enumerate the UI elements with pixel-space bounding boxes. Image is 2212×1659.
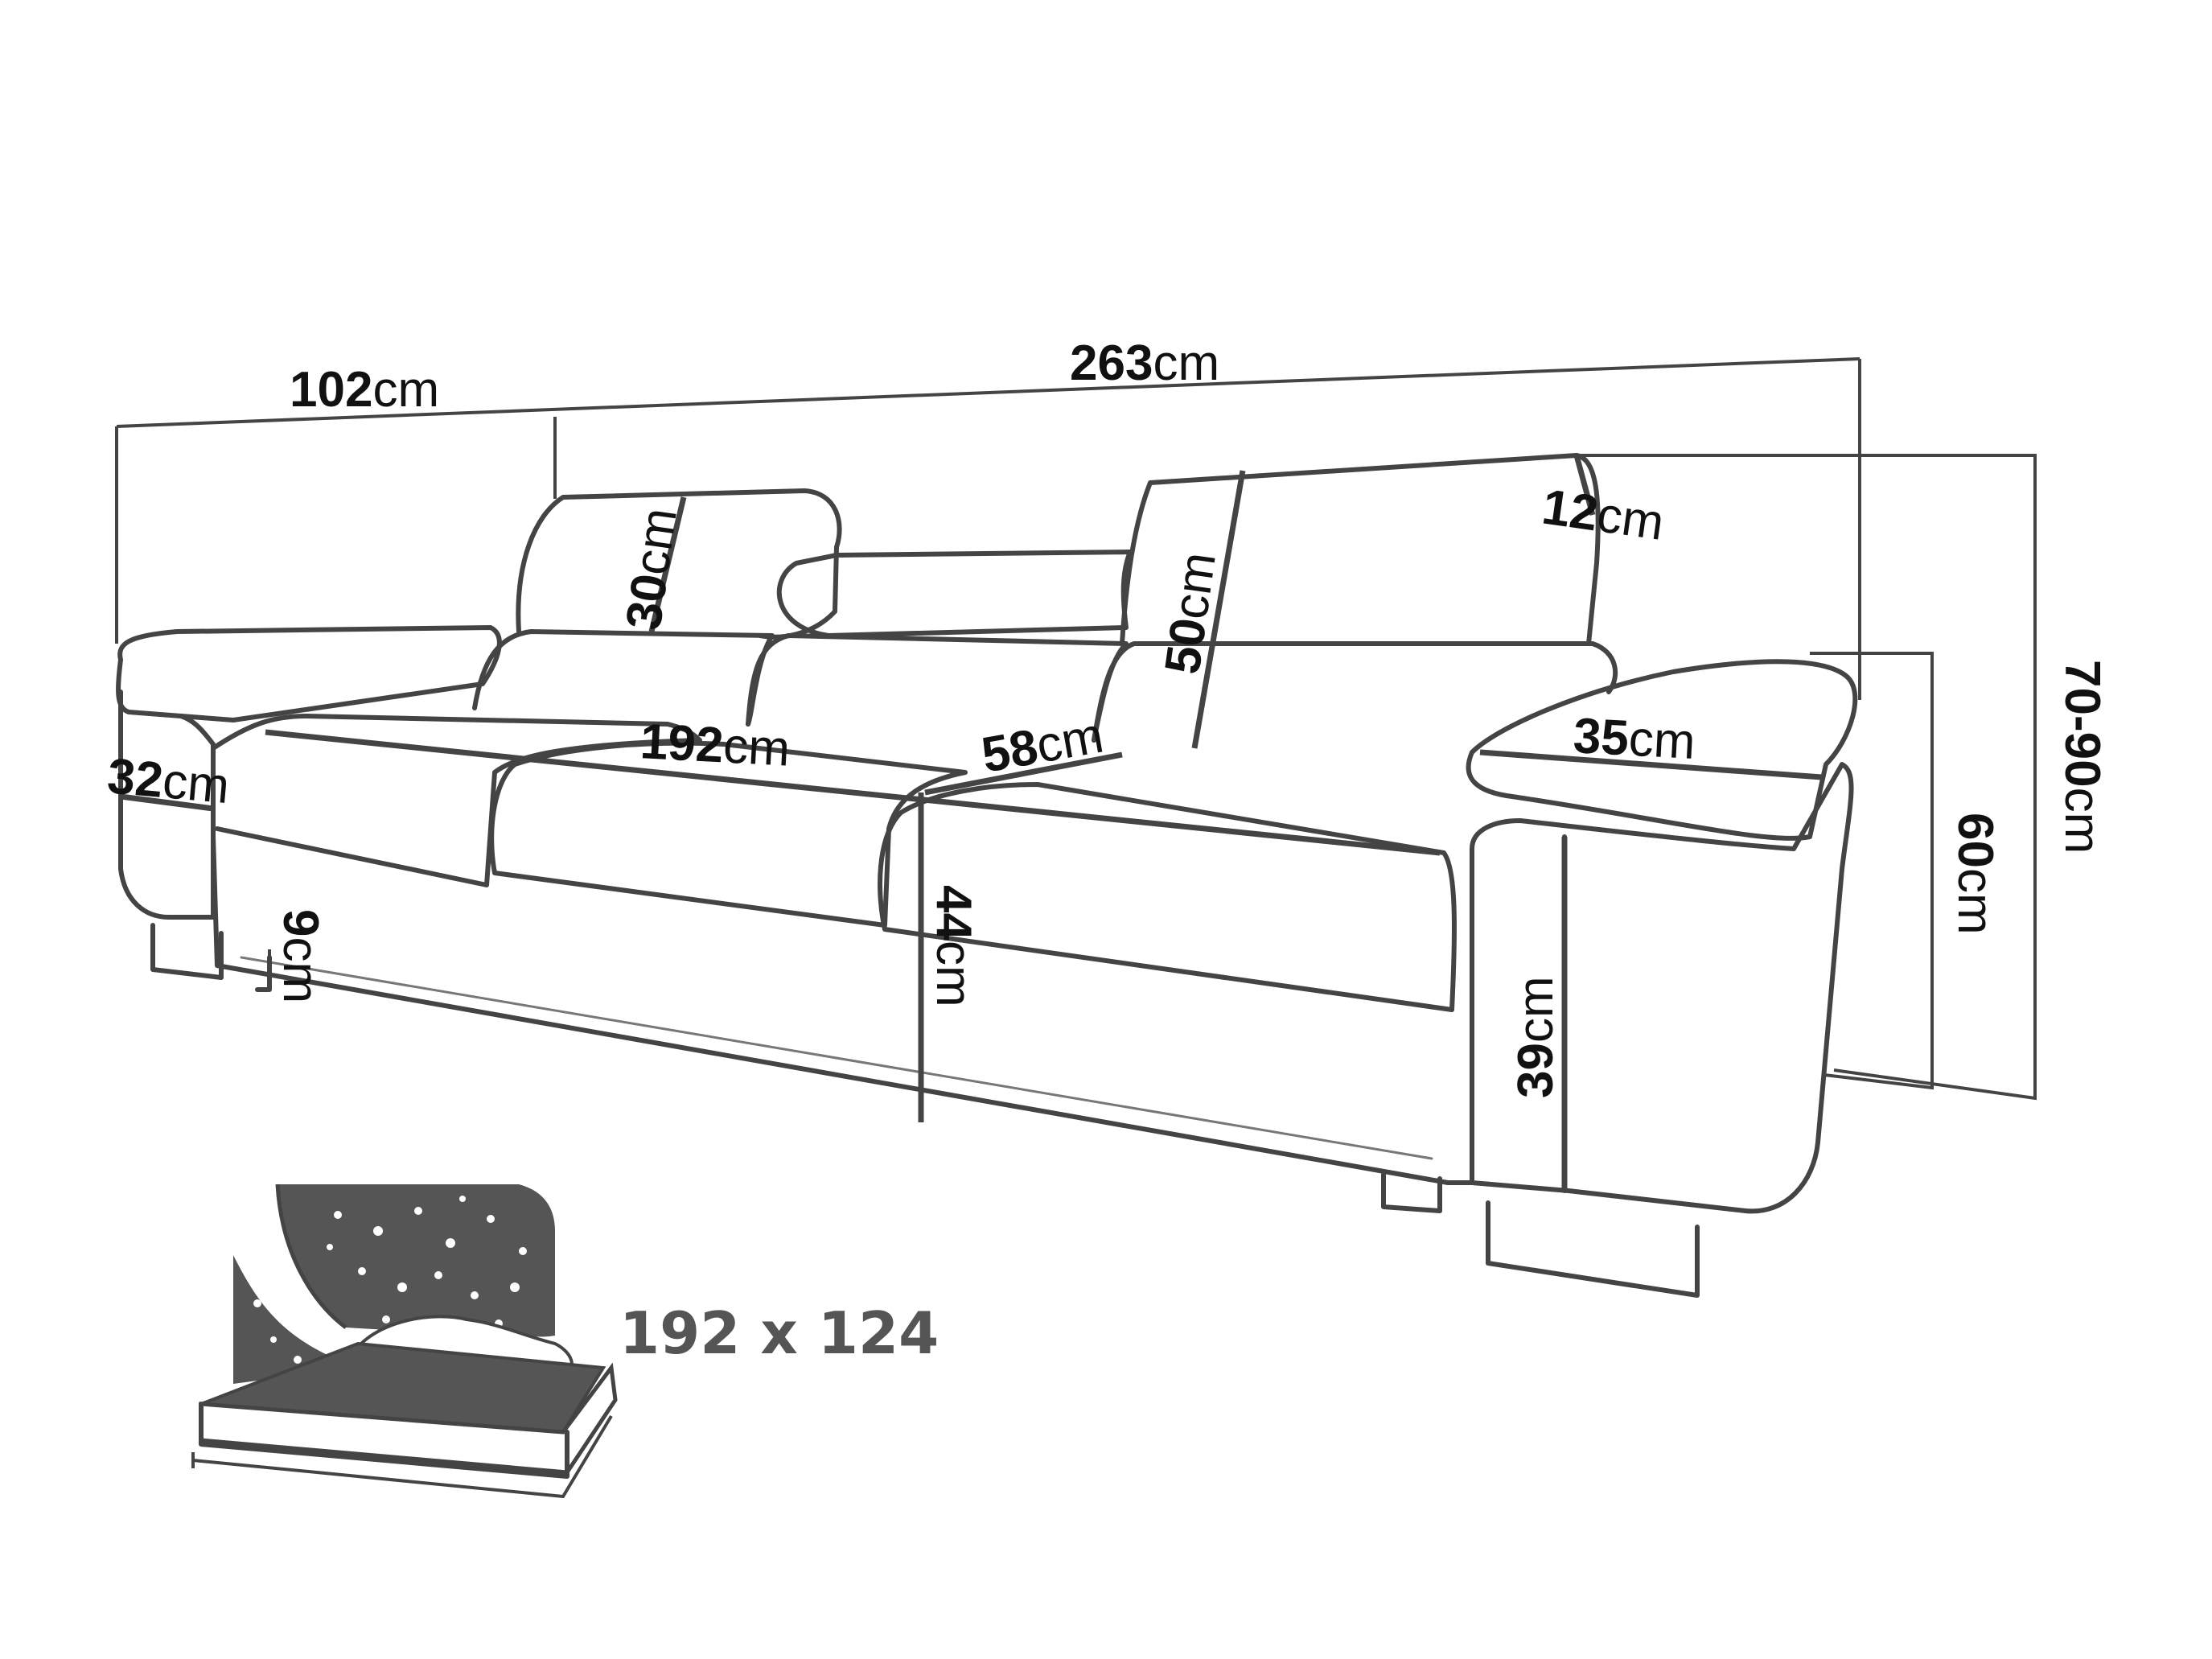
right-armrest-top — [1466, 659, 1858, 841]
armrest-width-marker — [1479, 749, 1823, 780]
left-back-cushion — [472, 629, 775, 727]
moon-curve — [275, 1184, 347, 1329]
middle-seat-cushion — [489, 740, 968, 928]
bed-width-arrow — [191, 1414, 613, 1499]
total-length-line — [116, 357, 1860, 428]
bed-size-label: 192 x 124 — [619, 1299, 939, 1367]
left-arm-side — [118, 690, 216, 920]
sofa-illustration — [115, 357, 2037, 1298]
headrest-depth-marker — [1573, 455, 1596, 516]
total-height-line — [1581, 454, 2037, 1101]
night-sky-panel — [278, 1184, 555, 1337]
headrest-width-marker — [648, 496, 687, 632]
right-leg — [1486, 1200, 1700, 1298]
left-headrest — [516, 488, 842, 640]
label-backrest-height: 50cm — [1155, 549, 1227, 677]
left-seat-cushion — [211, 714, 702, 887]
right-headrest — [1120, 453, 1601, 646]
label-seat-width: 192cm — [639, 714, 791, 777]
label-armrest-width: 35cm — [1572, 708, 1696, 770]
left-leg — [150, 923, 224, 980]
right-arm-front — [1470, 762, 1854, 1214]
label-seat-height: 44cm — [926, 885, 981, 1007]
label-armrest-height: 60cm — [1947, 813, 2003, 935]
label-arm-depth: 32cm — [105, 748, 232, 814]
right-back-cushion — [1092, 641, 1618, 743]
label-total-height: 70-90cm — [2054, 660, 2110, 854]
sofa-base — [211, 834, 1474, 1185]
label-total-length: 263cm — [1070, 336, 1219, 391]
seat-front-edge — [265, 729, 1441, 856]
mattress-front-edge — [199, 1402, 569, 1479]
base-shadow — [240, 956, 1433, 1160]
label-front-height: 39cm — [1508, 976, 1564, 1098]
label-chaise-depth: 102cm — [290, 362, 439, 418]
seat-depth-marker — [924, 751, 1123, 796]
arm-depth-marker — [120, 793, 214, 812]
label-leg-height: 9cm — [273, 909, 328, 1003]
stars — [253, 1196, 527, 1364]
label-seat-depth: 58cm — [977, 708, 1107, 784]
right-seat-cushion — [878, 782, 1457, 1012]
dimension-labels: 263cm 102cm 30cm 50cm 12cm 70-90cm 60cm … — [105, 336, 2110, 1098]
label-headrest-width: 30cm — [616, 504, 688, 633]
armrest-height-line — [1810, 652, 1934, 1090]
moon-curve-panel — [233, 1255, 354, 1384]
backrest-height-marker — [1191, 470, 1246, 749]
left-armrest — [116, 625, 502, 722]
middle-headrest — [776, 550, 1133, 638]
label-headrest-depth: 12cm — [1539, 480, 1667, 551]
middle-leg — [1381, 1172, 1442, 1213]
sleeping-bed-icon — [191, 1184, 618, 1499]
